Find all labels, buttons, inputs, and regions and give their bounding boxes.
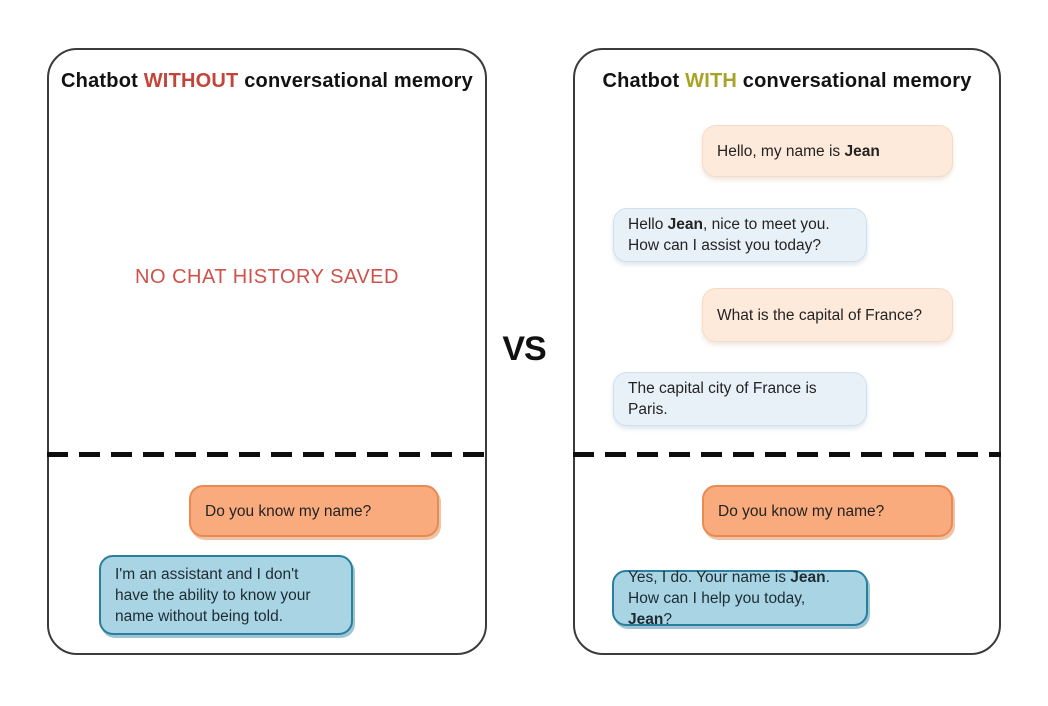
chat-bubble-text: Hello Jean, nice to meet you.How can I a… [628,216,830,254]
chat-bubble-bot: Hello Jean, nice to meet you.How can I a… [573,208,867,262]
chat-bubble-text: Hello, my name is Jean [717,142,880,160]
panel-without-memory: Chatbot WITHOUT conversational memory NO… [47,48,487,655]
vs-label: VS [502,330,546,368]
no-chat-history-label: NO CHAT HISTORY SAVED [135,266,399,288]
panel-without-title: Chatbot WITHOUT conversational memory [61,70,473,92]
bubble-tail-icon [572,592,618,623]
chat-bubble-user: Do you know my name? [189,485,479,537]
bubble-tail-icon [949,145,993,174]
panel-with-title: Chatbot WITH conversational memory [602,70,972,92]
bubble-tail-icon [949,310,993,339]
bubble-tail-icon [573,230,617,259]
bubble-tail-icon [433,503,479,534]
chat-bubble-bot: Yes, I do. Your name is Jean.How can I h… [572,569,868,628]
chat-bubble-user: Do you know my name? [702,485,993,537]
dashed-separator [47,452,487,457]
chat-bubble-text: Yes, I do. Your name is Jean.How can I h… [628,568,830,628]
chat-bubble-text: Do you know my name? [718,502,885,520]
chat-bubble-user: What is the capital of France? [702,288,993,342]
panel-with-memory: Chatbot WITH conversational memory Hello… [572,48,1001,655]
bubble-tail-icon [947,503,993,534]
chat-bubble-user: Hello, my name is Jean [702,125,993,177]
chat-bubble-text: What is the capital of France? [717,306,923,324]
bubble-tail-icon [573,394,617,423]
bubble-tail-icon [59,601,105,632]
chat-bubble-text: Do you know my name? [205,502,372,520]
dashed-separator [573,452,1001,457]
